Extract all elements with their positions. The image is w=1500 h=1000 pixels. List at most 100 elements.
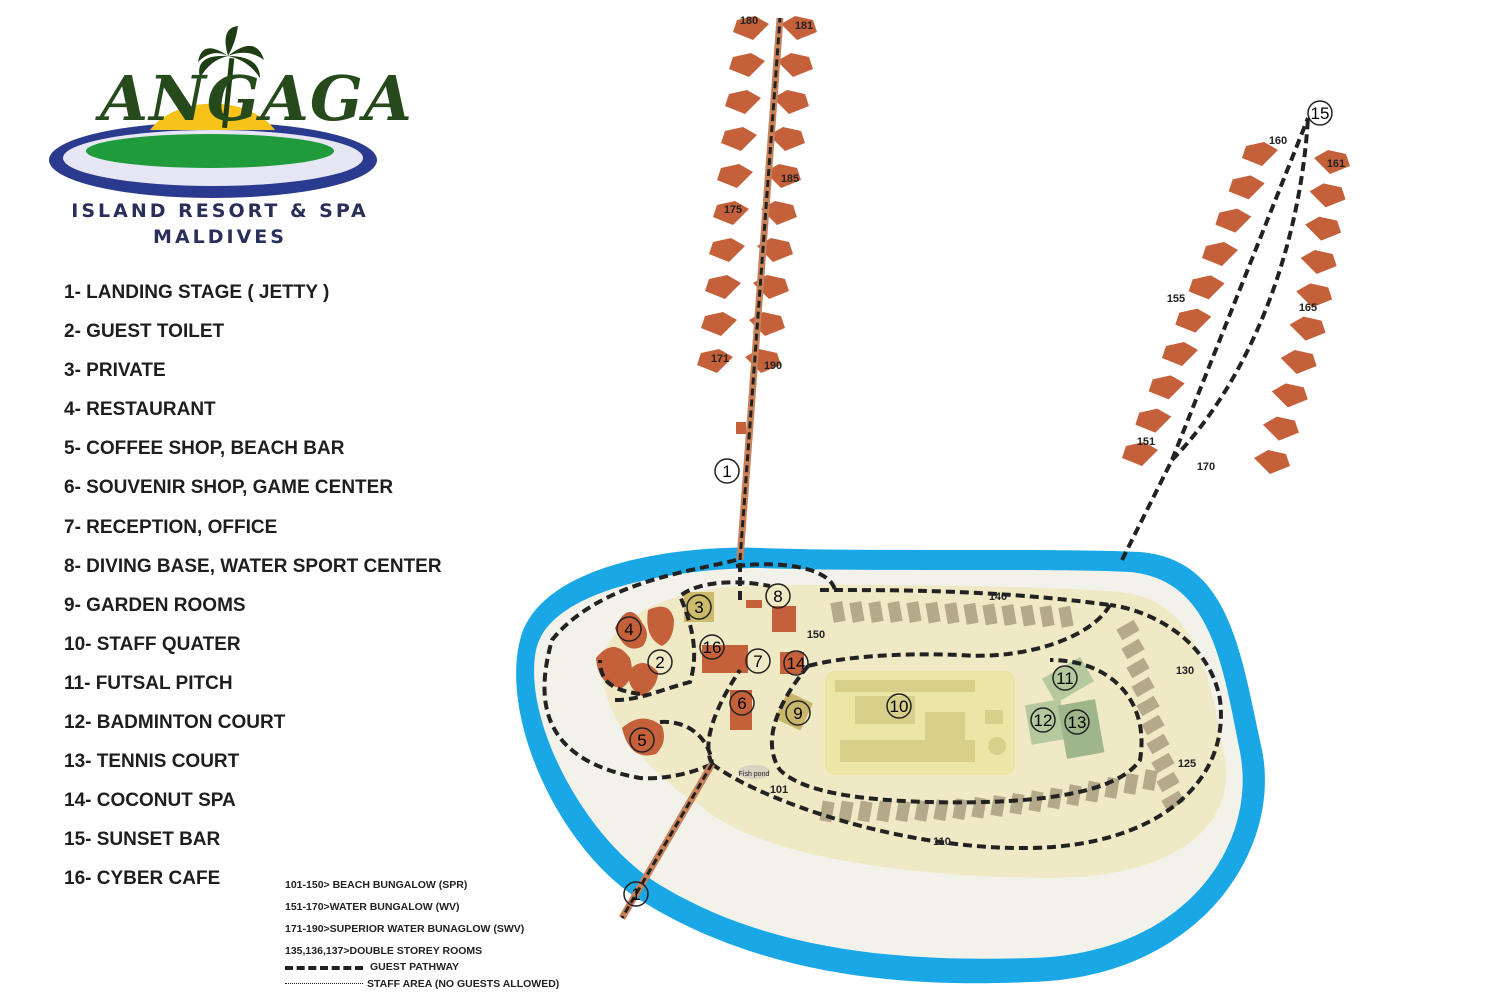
site-marker-number: 4 [624,620,633,639]
water-villa [701,312,737,336]
beach-bungalow [857,800,873,823]
water-villa [1280,350,1317,374]
legend-item: 4- RESTAURANT [64,399,216,421]
room-label: 101 [770,784,788,796]
site-marker-ring [729,690,755,716]
site-marker-number: 11 [1056,669,1074,688]
guest-pathways [542,117,1310,851]
room-label: 150 [807,629,825,641]
water-villa [769,127,805,151]
water-villa [761,201,797,225]
site-marker-ring [616,616,642,642]
beach-bungalow [963,602,979,625]
legend-item: 8- DIVING BASE, WATER SPORT CENTER [64,555,442,577]
water-villa [1242,142,1278,166]
legend-item: 11- FUTSAL PITCH [64,672,233,694]
legend-item: 5- COFFEE SHOP, BEACH BAR [64,438,345,460]
key-guest-path: GUEST PATHWAY [370,961,460,973]
room-labels: 101 110 125 130 140 150 151 155 160 161 … [711,15,1345,848]
beach-bungalow [1151,752,1175,774]
room-label: 125 [1178,758,1196,770]
water-villa [1175,308,1212,333]
site-marker-ring [1030,707,1056,733]
jetty [618,17,784,920]
legend-item: 12- BADMINTON COURT [64,712,286,734]
water-villa [1162,342,1198,366]
fish-pond-label: Fish pond [739,771,770,778]
beach-bungalow [1156,771,1180,793]
beach-bungalow [1058,605,1074,628]
beach-bungalow [933,799,949,821]
room-label: 140 [989,591,1007,603]
site-marker-number: 12 [1034,711,1053,730]
water-villa [1254,450,1290,474]
beach-bungalow [1146,733,1170,755]
water-bungalows [697,16,1350,474]
beach-bungalow [830,601,846,623]
site-marker-ring [647,649,673,675]
beach-bungalow [1136,695,1160,717]
legend-item: 10- STAFF QUATER [64,633,241,655]
central-buildings [596,592,814,779]
water-villa [1289,316,1326,341]
guest-path-swatch [285,966,363,970]
water-villa [1215,208,1252,233]
facility-legend: 1- LANDING STAGE ( JETTY )2- GUEST TOILE… [64,282,442,908]
staff-area-swatch [285,983,363,984]
water-villa [1148,375,1185,400]
water-villa [729,53,765,77]
water-villa [1262,416,1299,441]
beach-bungalow [1131,676,1155,698]
water-villa [765,164,801,188]
room-label: 130 [1176,665,1194,677]
site-marker-ring [623,881,649,907]
beach-bungalow [1001,604,1017,626]
site-marker-ring [686,594,712,620]
beach-bungalow [1116,619,1140,641]
site-marker-number: 16 [703,638,722,657]
beach-bungalow [1141,714,1165,736]
site-marker-number: 3 [694,598,703,617]
water-villa [733,16,769,40]
water-villa [721,127,757,151]
water-villa [781,16,817,40]
site-marker-ring [783,650,809,676]
water-villa [1228,175,1265,200]
logo-name: ANGAGA [100,62,413,135]
sports-courts [1024,656,1105,759]
water-villa [1122,442,1158,466]
room-label: 161 [1327,158,1345,170]
legend-item: 1- LANDING STAGE ( JETTY ) [64,282,330,303]
room-label: 151 [1137,436,1155,448]
logo-graphic [49,26,377,198]
site-marker-number: 10 [890,697,909,716]
water-villa [717,164,753,188]
beach-bungalow [1126,657,1150,679]
site-marker-number: 7 [753,652,762,671]
beach-bungalow [895,800,911,823]
room-label: 160 [1269,135,1287,147]
water-villa [705,275,741,299]
water-villa [1314,150,1350,174]
water-villa [1309,183,1346,208]
water-villa [1300,250,1337,274]
room-label: 110 [933,836,951,848]
legend-item: 16- CYBER CAFE [64,868,221,890]
water-villa [777,53,813,77]
site-marker-number: 9 [793,704,802,723]
site-marker-ring [1307,100,1333,126]
key-water: 151-170>WATER BUNGALOW (WV) [285,901,460,913]
beach-bungalow [876,800,892,823]
site-marker-ring [699,634,725,660]
water-villa [773,90,809,114]
beach-bungalow [1161,790,1185,812]
beach-bungalow [1121,638,1145,660]
beach-bungalow [1028,790,1044,813]
site-marker-ring [745,648,771,674]
legend-item: 14- COCONUT SPA [64,790,236,812]
room-label: 171 [711,353,729,365]
beach-bungalow [1123,773,1139,795]
palm-tree-icon [198,26,264,129]
site-marker-ring [765,583,791,609]
